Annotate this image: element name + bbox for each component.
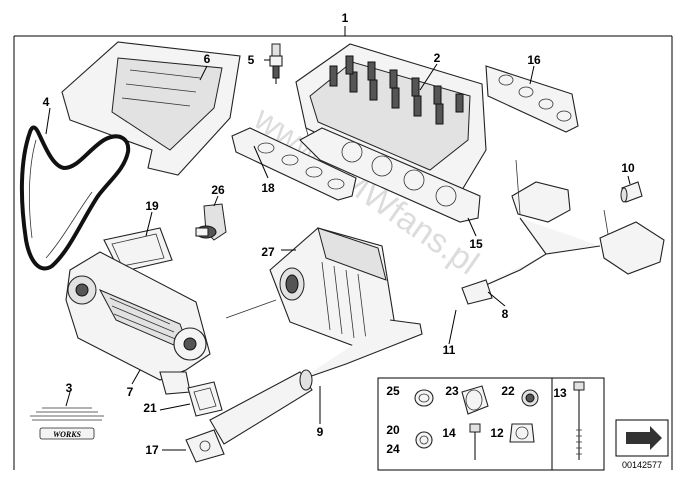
callout-14: 14: [442, 426, 456, 440]
air-filter-part[interactable]: [225, 227, 397, 347]
callout-22: 22: [501, 384, 515, 398]
callout-18: 18: [261, 181, 275, 195]
intake-gasket-part[interactable]: [231, 127, 357, 201]
spark-plug-part[interactable]: [269, 43, 283, 84]
exhaust-gasket-part[interactable]: [485, 65, 579, 133]
callout-26: 26: [211, 183, 225, 197]
callout-13: 13: [553, 386, 567, 400]
callout-23: 23: [445, 384, 459, 398]
callout-15: 15: [469, 237, 483, 251]
arrow-icon: [626, 426, 662, 450]
callout-8: 8: [502, 307, 509, 321]
callout-2: 2: [434, 51, 441, 65]
sensor-part[interactable]: [195, 203, 227, 241]
callout-11: 11: [443, 343, 456, 357]
washer-25-part: [414, 389, 434, 407]
clamp-12-part: [509, 423, 535, 443]
frame: [13, 26, 673, 470]
callout-19: 19: [145, 199, 159, 213]
exhaust-system-part[interactable]: [185, 159, 665, 463]
sleeve-part[interactable]: [620, 181, 643, 203]
callout-20: 20: [386, 423, 400, 437]
callout-3: 3: [66, 381, 73, 395]
screw-14-part: [469, 423, 481, 433]
callout-27: 27: [261, 245, 275, 259]
callout-17: 17: [145, 443, 159, 457]
diagram-code-text: 00142577: [622, 460, 662, 470]
callout-4: 4: [43, 95, 50, 109]
callout-6: 6: [204, 52, 211, 66]
engine-cover-part[interactable]: [61, 41, 241, 176]
throttle-gasket-part[interactable]: [187, 381, 223, 417]
leader-lines: [45, 59, 631, 451]
callout-25: 25: [386, 384, 400, 398]
callout-24: 24: [386, 442, 400, 456]
bolt-13-part: [573, 381, 585, 391]
logo-text: WORKS: [53, 430, 82, 439]
callout-21: 21: [143, 401, 157, 415]
drive-belt-part[interactable]: [19, 125, 131, 271]
callout-9: 9: [317, 425, 324, 439]
small-parts-box: [377, 377, 605, 471]
callout-numbers: 1 2 3 4 5 6 7 8 9 10 11 12 13 14 15 16 1…: [43, 11, 635, 457]
callout-5: 5: [248, 53, 255, 67]
callout-10: 10: [621, 161, 635, 175]
callout-12: 12: [490, 426, 504, 440]
callout-7: 7: [127, 385, 134, 399]
callout-1: 1: [342, 11, 349, 25]
supercharger-part[interactable]: [65, 251, 211, 395]
diagram-code-box: 00142577: [615, 419, 669, 470]
washer-20-part: [415, 431, 433, 449]
cylinder-head-part[interactable]: [295, 43, 487, 197]
head-gasket-part[interactable]: [299, 127, 481, 223]
works-logo: WORKS: [30, 407, 104, 440]
callout-16: 16: [527, 53, 541, 67]
